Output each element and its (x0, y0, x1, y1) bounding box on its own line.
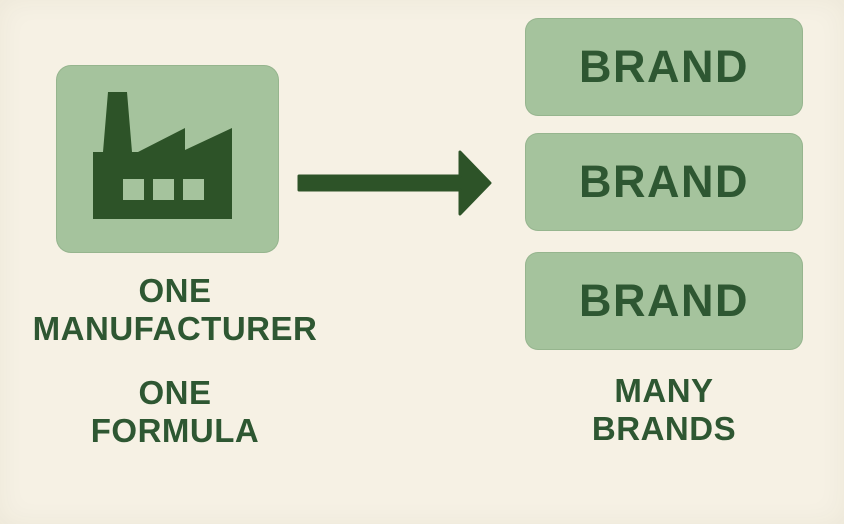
brand-box-2: BRAND (525, 133, 803, 231)
brand-box-3: BRAND (525, 252, 803, 350)
brand-box-1: BRAND (525, 18, 803, 116)
manufacturer-box (56, 65, 279, 253)
brand-box-3-label: BRAND (579, 275, 749, 326)
formula-label: ONE FORMULA (15, 374, 335, 450)
factory-icon (93, 92, 232, 219)
manufacturer-label-line2: MANUFACTURER (32, 310, 318, 347)
many-brands-label-line1: MANY (614, 372, 714, 409)
manufacturer-label: ONE MANUFACTURER (15, 272, 335, 348)
many-brands-label: MANY BRANDS (524, 372, 804, 448)
brand-box-1-label: BRAND (579, 41, 749, 92)
manufacturer-label-line1: ONE (138, 272, 212, 309)
right-arrow-icon (297, 150, 492, 216)
formula-label-line2: FORMULA (90, 412, 260, 449)
formula-label-line1: ONE (138, 374, 212, 411)
brand-box-2-label: BRAND (579, 156, 749, 207)
many-brands-label-line2: BRANDS (591, 410, 737, 447)
